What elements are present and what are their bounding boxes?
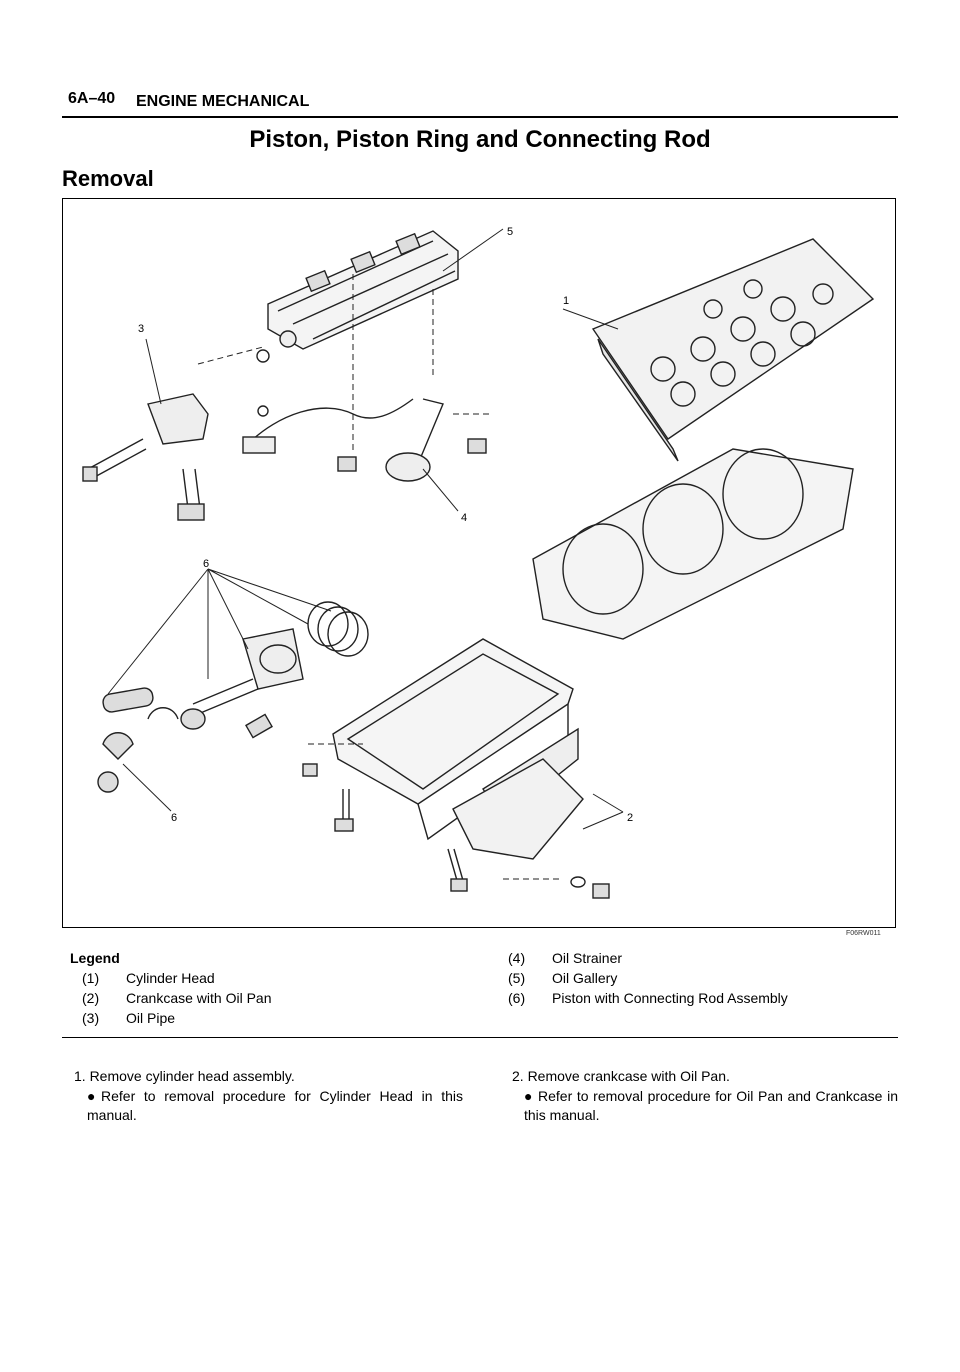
legend-item: (2)Crankcase with Oil Pan [82,990,272,1006]
callout-1: 1 [563,295,569,307]
legend-item: (3)Oil Pipe [82,1010,176,1026]
cylinder-head-drawing [591,238,875,462]
head-gasket-drawing [532,448,854,640]
callout-5: 5 [507,226,513,238]
leader-lines [107,228,624,830]
step-1-bullet: ●Refer to removal procedure for Cylinder… [87,1088,463,1123]
exploded-view-drawing: 5 1 3 4 6 6 2 [82,226,875,899]
oil-strainer-drawing [197,274,493,482]
oil-gallery-drawing [256,230,459,363]
legend-heading: Legend [70,950,120,966]
step-2: 2. Remove crankcase with Oil Pan. [512,1068,730,1084]
callout-2: 2 [627,812,633,824]
step-1: 1. Remove cylinder head assembly. [74,1068,295,1084]
bullet-icon: ● [87,1088,96,1104]
figure-code: F06RW011 [846,930,881,937]
piston-assembly-drawing [97,601,369,793]
oil-pan-drawing [302,638,610,899]
page-title: Piston, Piston Ring and Connecting Rod [249,126,711,153]
page-subtitle: Removal [62,166,154,191]
legend-item: (4)Oil Strainer [508,950,623,966]
step-2-bullet: ●Refer to removal procedure for Oil Pan … [524,1088,898,1123]
callout-6-top: 6 [203,558,209,570]
header-rule [62,116,898,118]
page-number: 6A–40 [68,90,116,107]
legend-item: (5)Oil Gallery [508,970,618,986]
oil-pipe-drawing [82,393,209,521]
callout-6-bottom: 6 [171,812,177,824]
exploded-view-figure: 5 1 3 4 6 6 2 [62,198,896,928]
bullet-icon: ● [524,1088,533,1104]
section-title: ENGINE MECHANICAL [136,93,310,110]
legend-item: (6)Piston with Connecting Rod Assembly [508,990,788,1006]
callout-4: 4 [461,512,467,524]
legend-item: (1)Cylinder Head [82,970,215,986]
callout-3: 3 [138,323,144,335]
section-rule [62,1037,898,1038]
